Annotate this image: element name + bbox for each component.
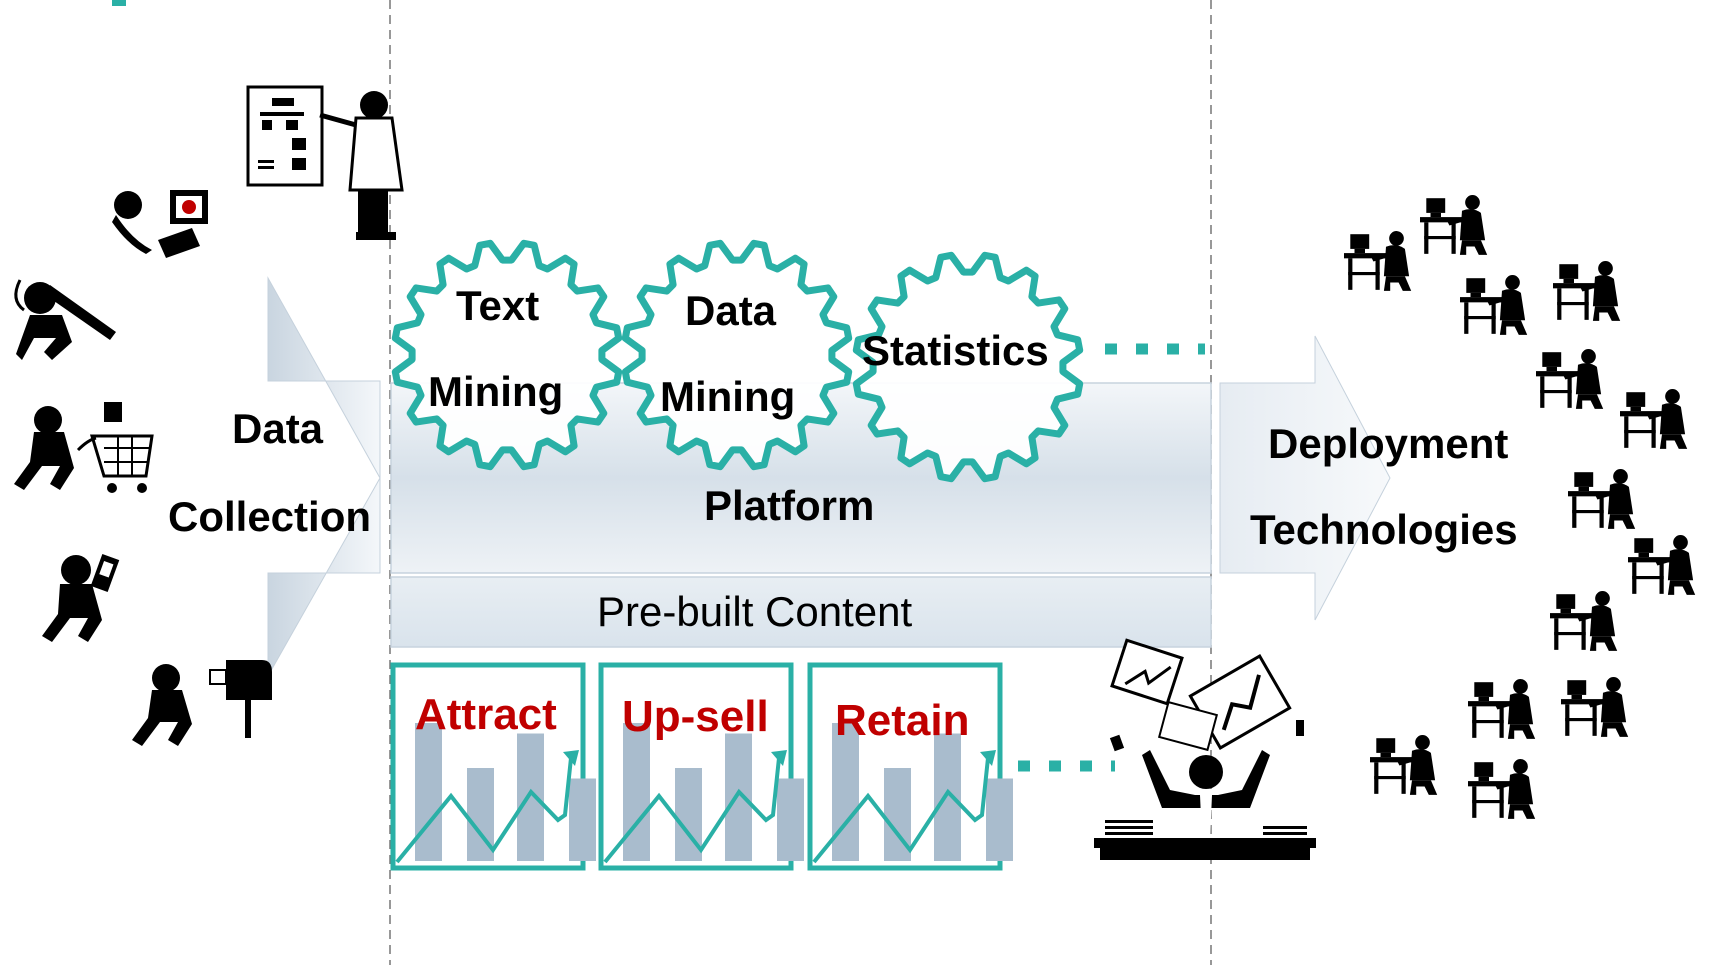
content-box-attract-label: Attract	[415, 690, 557, 739]
shopper-cart-icon	[14, 402, 154, 493]
gear-statistics	[852, 251, 1084, 483]
desk-worker-icon	[1561, 677, 1629, 737]
gear-data-mining	[621, 239, 853, 471]
gear-data-mining-line1: Data	[685, 287, 777, 334]
deployment-arrow	[1219, 335, 1391, 621]
data-collection-arrow	[267, 276, 381, 678]
content-box-upsell-bar	[623, 723, 650, 861]
content-box-attract-bar	[517, 733, 544, 861]
desk-worker-icon	[1468, 679, 1536, 739]
gears-group	[391, 239, 1084, 483]
deployment-label-line2: Technologies	[1250, 506, 1518, 553]
content-box-upsell-trend-arrow	[771, 750, 787, 766]
data-collection-label-line1: Data	[232, 405, 324, 452]
gear-data-mining-line2: Mining	[660, 373, 796, 420]
content-box-attract-trend-arrow	[563, 750, 579, 766]
data-collection-label-line2: Collection	[168, 493, 372, 540]
gear-text-mining-line2: Mining	[428, 368, 564, 415]
desk-worker-icon	[1370, 735, 1438, 795]
platform-label: Platform	[704, 482, 875, 529]
content-box-upsell-bar	[725, 733, 752, 861]
desk-worker-icon	[1420, 195, 1488, 255]
content-box-upsell-trend	[603, 757, 781, 864]
deployment-label-line1: Deployment	[1268, 420, 1509, 467]
desk-worker-icon	[1468, 759, 1536, 819]
desk-worker-icon	[1568, 469, 1636, 529]
title-accent-mark	[112, 0, 126, 6]
desk-worker-icon	[1344, 231, 1412, 291]
content-charts	[390, 662, 1013, 871]
prebuilt-content-label: Pre-built Content	[597, 588, 913, 635]
presenter-icon	[246, 85, 404, 240]
desk-worker-icon	[1550, 591, 1618, 651]
desk-worker-icon	[1460, 275, 1528, 335]
content-box-upsell-bar	[777, 778, 804, 861]
content-box-retain-trend-arrow	[980, 750, 996, 766]
gear-text-mining	[391, 239, 623, 471]
content-box-retain-bar	[986, 778, 1013, 861]
prebuilt-content-strip	[390, 576, 1212, 648]
pencil-runner-icon	[14, 279, 116, 360]
desk-worker-icon	[1620, 389, 1688, 449]
executive-desk-icon	[1094, 638, 1316, 860]
desk-worker-icon	[1536, 349, 1604, 409]
content-box-retain-label: Retain	[835, 696, 970, 745]
content-box-attract-trend	[395, 757, 573, 864]
desk-worker-icon	[1628, 535, 1696, 595]
gear-statistics-label: Statistics	[862, 327, 1049, 374]
cell-phone-walker-icon	[42, 553, 120, 642]
content-box-retain-trend	[812, 757, 990, 864]
gear-text-mining-line1: Text	[456, 282, 540, 329]
content-box-retain-bar	[934, 733, 961, 861]
content-box-attract-bar	[569, 778, 596, 861]
content-box-upsell-label: Up-sell	[622, 692, 769, 741]
call-center-agent-icon	[112, 190, 208, 258]
desk-worker-icon	[1553, 261, 1621, 321]
mailbox-person-icon	[132, 660, 272, 746]
content-box-retain-bar	[832, 723, 859, 861]
content-box-attract-bar	[415, 723, 442, 861]
